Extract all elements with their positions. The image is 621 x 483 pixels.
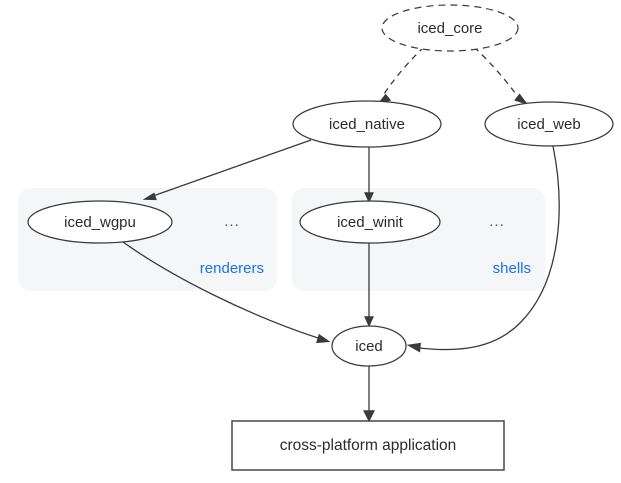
- node-cross-platform-application[interactable]: cross-platform application: [231, 420, 505, 471]
- cluster-renderers: renderers: [18, 188, 277, 291]
- edge-native-to-winit: [364, 147, 374, 204]
- node-iced-label: iced: [355, 338, 383, 355]
- edge-native-to-winit-arrowhead: [364, 192, 374, 204]
- node-cross-platform-application-shape[interactable]: [231, 420, 505, 471]
- cluster-shells-label: shells: [493, 260, 531, 277]
- node-iced[interactable]: iced: [331, 325, 407, 367]
- node-cross-platform-application-label: cross-platform application: [280, 437, 457, 454]
- edge-wgpu-to-iced-arrowhead: [316, 333, 331, 344]
- edge-core-to-native: [376, 46, 425, 106]
- node-iced-native[interactable]: iced_native: [292, 100, 442, 148]
- node-iced-wgpu[interactable]: iced_wgpu: [27, 200, 173, 244]
- node-iced-core-shape[interactable]: [381, 4, 519, 52]
- edge-native-to-wgpu: [142, 139, 312, 201]
- edge-winit-to-iced-arrowhead: [364, 316, 374, 328]
- edge-iced-to-app-arrowhead: [363, 410, 375, 423]
- edge-core-to-native-line: [381, 46, 425, 98]
- edge-winit-to-iced: [364, 243, 374, 328]
- edge-native-to-wgpu-arrowhead: [142, 192, 157, 201]
- edge-core-to-web-line: [473, 46, 519, 98]
- edge-web-to-iced-arrowhead: [406, 342, 421, 353]
- node-iced-core-label: iced_core: [417, 20, 482, 37]
- edge-native-to-wgpu-line: [152, 139, 312, 197]
- edge-iced-to-app: [363, 366, 375, 423]
- node-iced-winit-shape[interactable]: [299, 200, 441, 244]
- edge-core-to-web-arrowhead: [514, 93, 529, 106]
- node-iced-winit-label: iced_winit: [337, 214, 404, 231]
- node-iced-wgpu-label: iced_wgpu: [64, 214, 136, 231]
- cluster-renderers-label: renderers: [200, 260, 264, 277]
- edge-core-to-web: [473, 46, 529, 106]
- node-iced-web-shape[interactable]: [484, 101, 614, 147]
- edge-web-to-iced: [406, 145, 560, 353]
- renderers-more-icon: ...: [224, 213, 240, 230]
- node-iced-winit[interactable]: iced_winit: [299, 200, 441, 244]
- node-iced-native-shape[interactable]: [292, 100, 442, 148]
- node-iced-shape[interactable]: [331, 325, 407, 367]
- node-iced-core[interactable]: iced_core: [381, 4, 519, 52]
- node-iced-wgpu-shape[interactable]: [27, 200, 173, 244]
- node-iced-web[interactable]: iced_web: [484, 101, 614, 147]
- edge-wgpu-to-iced-line: [122, 241, 319, 339]
- edge-wgpu-to-iced: [122, 241, 331, 344]
- shells-more-icon: ...: [489, 213, 505, 230]
- node-iced-web-label: iced_web: [517, 116, 580, 133]
- node-iced-native-label: iced_native: [329, 116, 405, 133]
- edge-web-to-iced-line: [418, 145, 560, 351]
